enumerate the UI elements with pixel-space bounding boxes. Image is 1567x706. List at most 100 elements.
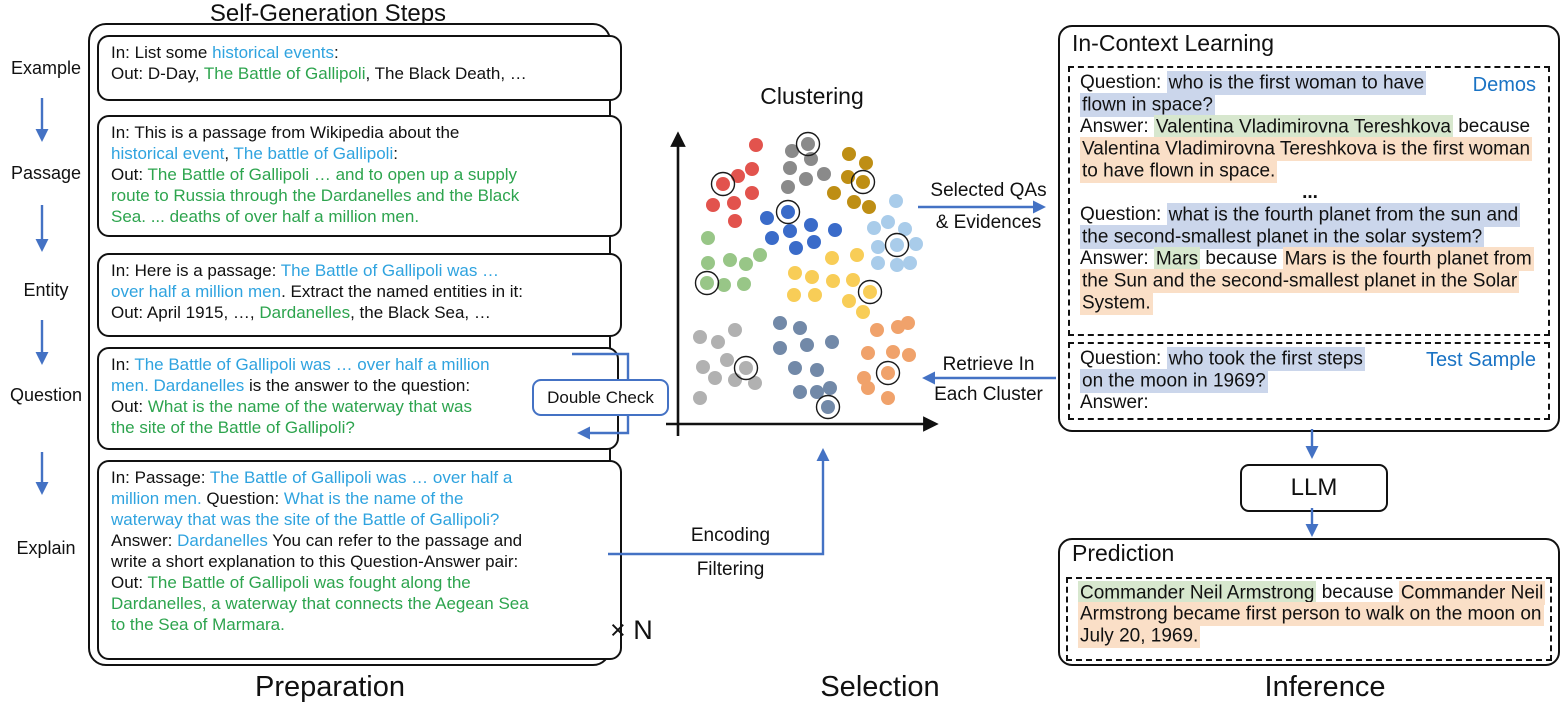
demos-box: Demos Question: who is the first woman t… [1068, 66, 1550, 336]
light-blue-cluster-dot [889, 194, 903, 208]
green-cluster-dot [700, 276, 714, 290]
encoding-label: Encoding [690, 525, 771, 546]
light-blue-cluster-dot [871, 240, 885, 254]
dark-gray-cluster-dot [799, 172, 813, 186]
gold-cluster-dot [827, 186, 841, 200]
yellow-cluster-dot [808, 288, 822, 302]
slate-blue-cluster-dot [825, 335, 839, 349]
light-gray-cluster-dot [696, 360, 710, 374]
prediction-content-box: Commander Neil Armstrong because Command… [1066, 577, 1552, 661]
selected-qas-label-line2: & Evidences [935, 212, 1042, 233]
selected-qas-label-line1: Selected QAs [930, 180, 1047, 201]
light-blue-cluster-dot [867, 221, 881, 235]
orange-cluster-dot [881, 391, 895, 405]
green-cluster-dot [739, 257, 753, 271]
yellow-cluster-dot [856, 305, 870, 319]
light-blue-cluster-dot [903, 256, 917, 270]
clustering-title: Clustering [760, 83, 864, 109]
yellow-cluster-dot [850, 248, 864, 262]
light-gray-cluster-dot [739, 361, 753, 375]
red-cluster-dot [745, 186, 759, 200]
red-cluster-dot [728, 214, 742, 228]
slate-blue-cluster-dot [821, 400, 835, 414]
slate-blue-cluster-dot [800, 338, 814, 352]
light-blue-cluster-selected-ring [884, 232, 910, 258]
light-gray-cluster-dot [728, 373, 742, 387]
green-cluster-dot [753, 248, 767, 262]
gold-cluster-dot [856, 175, 870, 189]
orange-cluster-dot [870, 323, 884, 337]
retrieve-label-line1: Retrieve In [942, 354, 1035, 375]
gold-cluster-dot [847, 195, 861, 209]
orange-cluster-selected-ring [875, 360, 901, 386]
red-cluster-dot [745, 162, 759, 176]
slate-blue-cluster-dot [810, 385, 824, 399]
step-label-explain: Explain [16, 538, 76, 558]
orange-cluster-dot [861, 346, 875, 360]
red-cluster-selected-ring [710, 171, 736, 197]
dark-gray-cluster-dot [781, 180, 795, 194]
step-label-entity: Entity [23, 280, 69, 300]
slate-blue-cluster-dot [793, 385, 807, 399]
light-gray-cluster-dot [693, 330, 707, 344]
green-cluster-dot [701, 231, 715, 245]
double-check-label: Double Check [547, 387, 654, 407]
slate-blue-cluster-dot [788, 361, 802, 375]
filtering-label: Filtering [696, 559, 765, 580]
llm-box: LLM [1240, 464, 1388, 512]
llm-label: LLM [1290, 474, 1338, 501]
royal-blue-cluster-dot [765, 231, 779, 245]
light-gray-cluster-dot [728, 323, 742, 337]
yellow-cluster-selected-ring [857, 279, 883, 305]
gold-cluster-dot [862, 200, 876, 214]
yellow-cluster-dot [863, 285, 877, 299]
yellow-cluster-dot [846, 273, 860, 287]
step-box-entity: In: Here is a passage: The Battle of Gal… [97, 253, 622, 337]
red-cluster-dot [716, 177, 730, 191]
double-check-box: Double Check [532, 379, 669, 416]
dark-gray-cluster-dot [817, 167, 831, 181]
light-blue-cluster-dot [871, 256, 885, 270]
royal-blue-cluster-dot [760, 211, 774, 225]
step-box-passage: In: This is a passage from Wikipedia abo… [97, 115, 622, 237]
prediction-title: Prediction [1072, 540, 1175, 566]
yellow-cluster-dot [788, 266, 802, 280]
royal-blue-cluster-dot [807, 235, 821, 249]
inference-stage-label: Inference [1264, 671, 1386, 703]
yellow-cluster-dot [826, 274, 840, 288]
step-label-example: Example [10, 58, 82, 78]
green-cluster-dot [701, 256, 715, 270]
light-gray-cluster-selected-ring [733, 355, 759, 381]
royal-blue-cluster-dot [804, 218, 818, 232]
royal-blue-cluster-dot [789, 241, 803, 255]
test-sample-box: Test Sample Question: who took the first… [1068, 342, 1550, 420]
cluster-dots [693, 131, 923, 420]
dark-gray-cluster-dot [785, 144, 799, 158]
slate-blue-cluster-dot [823, 381, 837, 395]
step-label-question: Question [9, 385, 83, 405]
demos-label: Demos [1472, 74, 1536, 96]
retrieve-label-line2: Each Cluster [934, 384, 1043, 405]
step-box-explain: In: Passage: The Battle of Gallipoli was… [97, 460, 622, 660]
test-sample-label: Test Sample [1425, 349, 1536, 371]
light-gray-cluster-dot [693, 391, 707, 405]
demos-content: Question: who is the first woman to have… [1080, 70, 1534, 315]
yellow-cluster-dot [825, 251, 839, 265]
light-gray-cluster-dot [708, 371, 722, 385]
red-cluster-dot [731, 169, 745, 183]
slate-blue-cluster-dot [773, 316, 787, 330]
green-cluster-dot [737, 277, 751, 291]
light-gray-cluster-dot [720, 353, 734, 367]
yellow-cluster-dot [842, 294, 856, 308]
slate-blue-cluster-dot [793, 321, 807, 335]
step-box-example: In: List some historical events:Out: D-D… [97, 35, 622, 101]
gold-cluster-dot [859, 156, 873, 170]
royal-blue-cluster-dot [781, 205, 795, 219]
green-cluster-dot [717, 278, 731, 292]
slate-blue-cluster-dot [810, 363, 824, 377]
orange-cluster-dot [886, 345, 900, 359]
light-blue-cluster-dot [909, 237, 923, 251]
green-cluster-selected-ring [694, 270, 720, 296]
self-generation-title: Self-Generation Steps [209, 0, 447, 27]
